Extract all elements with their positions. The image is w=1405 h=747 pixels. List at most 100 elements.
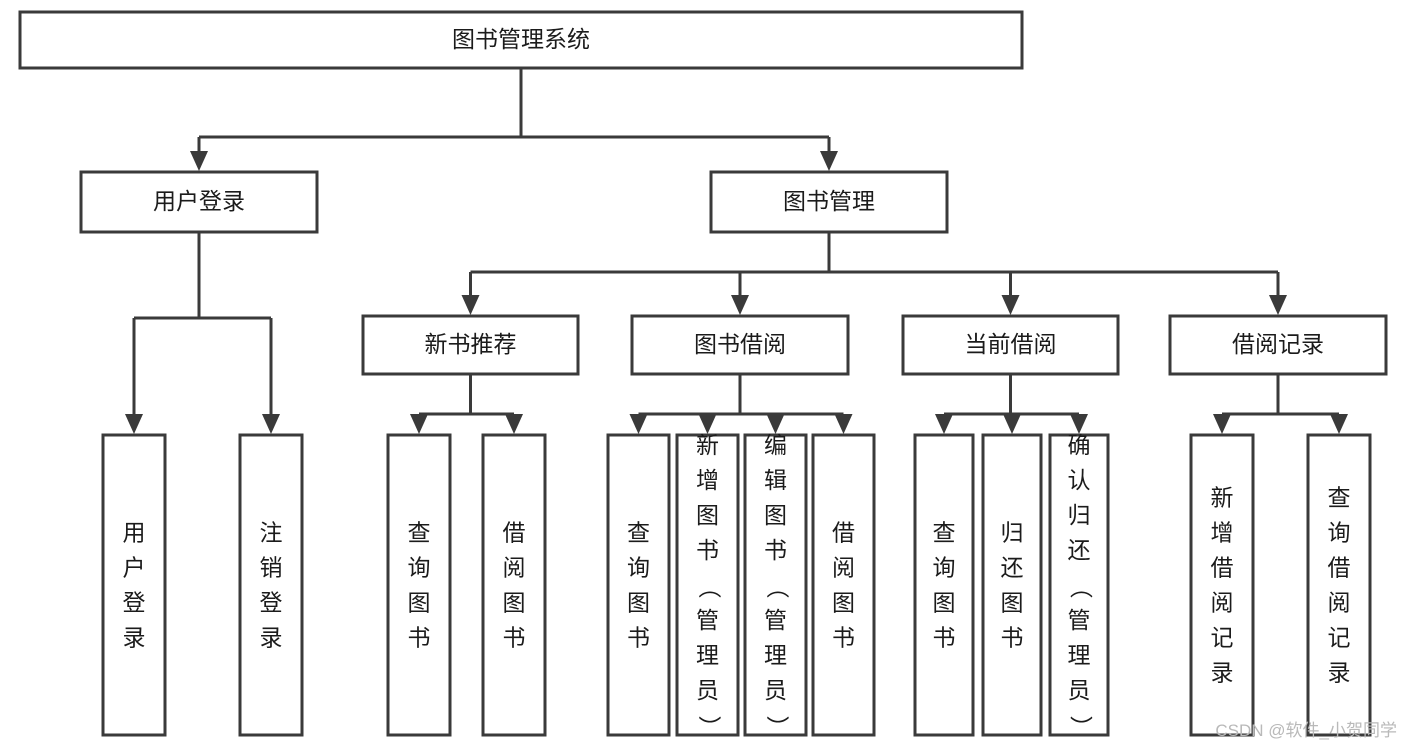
node-label-char: 记	[1211, 625, 1234, 651]
node-new-book-recommend[interactable]: 新书推荐	[361, 314, 580, 376]
node-box-leaf-logout	[238, 433, 304, 737]
arrow-head-icon	[461, 295, 480, 315]
node-box-leaf-query-book-cb	[913, 433, 975, 737]
node-label-char: 录	[1328, 660, 1351, 686]
node-label-char: 员	[1068, 677, 1091, 703]
edges-layer	[125, 68, 1348, 434]
watermark-text: CSDN @软件_小贺同学	[1215, 721, 1397, 740]
node-label-char: 理	[696, 642, 719, 668]
node-label-char: 图	[503, 590, 526, 616]
node-leaf-user-login[interactable]: 用户登录	[101, 433, 167, 737]
node-label-char: 图	[1001, 590, 1024, 616]
node-user-login[interactable]: 用户登录	[79, 170, 319, 234]
arrow-head-icon	[410, 414, 428, 434]
arrow-head-icon	[505, 414, 523, 434]
node-label-char: 借	[1211, 555, 1234, 581]
node-label-char: ）	[764, 716, 790, 739]
node-label-char: 阅	[503, 555, 526, 581]
arrow-head-icon	[766, 414, 785, 434]
node-box-leaf-add-book	[675, 433, 740, 737]
node-label-char: 图	[832, 590, 855, 616]
arrow-head-icon	[1269, 295, 1287, 315]
node-label-char: 书	[503, 625, 526, 651]
node-label-char: 辑	[764, 467, 787, 493]
node-label-book-borrow: 图书借阅	[694, 331, 786, 357]
node-label-char: 阅	[1211, 590, 1234, 616]
node-label-char: 注	[260, 520, 283, 546]
nodes-layer: 图书管理系统用户登录图书管理新书推荐图书借阅当前借阅借阅记录用户登录注销登录查询…	[18, 10, 1388, 739]
node-root[interactable]: 图书管理系统	[18, 10, 1024, 70]
arrow-head-icon	[731, 295, 749, 315]
node-label-char: 阅	[1328, 590, 1351, 616]
node-label-char: 录	[260, 625, 283, 651]
node-box-new-book-recommend	[361, 314, 580, 376]
node-label-char: 书	[764, 537, 787, 563]
node-label-char: 新	[696, 432, 719, 458]
node-box-book-management	[709, 170, 949, 234]
node-label-char: 认	[1068, 467, 1091, 493]
arrow-head-icon	[1330, 414, 1348, 434]
node-book-borrow[interactable]: 图书借阅	[630, 314, 850, 376]
node-label-borrow-records: 借阅记录	[1232, 331, 1324, 357]
node-label-char: 理	[1068, 642, 1091, 668]
node-label-char: 询	[1328, 520, 1351, 546]
node-book-management[interactable]: 图书管理	[709, 170, 949, 234]
node-box-leaf-return-book	[981, 433, 1043, 737]
node-box-leaf-add-record	[1189, 433, 1255, 737]
node-label-char: 查	[627, 520, 650, 546]
node-label-char: 询	[933, 555, 956, 581]
node-label-char: 询	[627, 555, 650, 581]
node-box-root	[18, 10, 1024, 70]
arrow-head-icon	[1213, 414, 1231, 434]
node-label-char: 确	[1068, 432, 1091, 458]
arrow-head-icon	[629, 414, 648, 434]
node-box-leaf-borrow-book-bb	[811, 433, 876, 737]
node-box-user-login	[79, 170, 319, 234]
node-label-char: 新	[1211, 485, 1234, 511]
node-label-user-login: 用户登录	[153, 188, 245, 214]
arrow-head-icon	[834, 414, 853, 434]
node-label-char: （	[696, 576, 722, 599]
node-label-char: 借	[503, 520, 526, 546]
node-label-char: 理	[764, 642, 787, 668]
arrow-head-icon	[1070, 414, 1088, 434]
node-box-book-borrow	[630, 314, 850, 376]
node-label-char: 增	[1211, 520, 1234, 546]
node-label-char: 书	[408, 625, 431, 651]
node-borrow-records[interactable]: 借阅记录	[1168, 314, 1388, 376]
arrow-head-icon	[1001, 295, 1020, 315]
node-label-char: ）	[696, 716, 722, 739]
node-label-char: 记	[1328, 625, 1351, 651]
node-label-char: 书	[1001, 625, 1024, 651]
node-current-borrow[interactable]: 当前借阅	[901, 314, 1120, 376]
arrow-head-icon	[935, 414, 953, 434]
node-box-leaf-borrow-book-nbr	[481, 433, 547, 737]
node-label-char: 录	[123, 625, 146, 651]
node-label-char: 阅	[832, 555, 855, 581]
node-label-new-book-recommend: 新书推荐	[425, 331, 517, 357]
node-label-char: 图	[933, 590, 956, 616]
node-label-char: 归	[1068, 502, 1091, 528]
node-label-char: ）	[1068, 716, 1094, 739]
node-box-leaf-query-record	[1306, 433, 1372, 737]
node-label-char: 归	[1001, 520, 1024, 546]
node-label-current-borrow: 当前借阅	[965, 331, 1057, 357]
node-label-char: 书	[832, 625, 855, 651]
arrow-head-icon	[820, 151, 838, 171]
node-label-char: 图	[696, 502, 719, 528]
node-label-char: 管	[764, 607, 787, 633]
